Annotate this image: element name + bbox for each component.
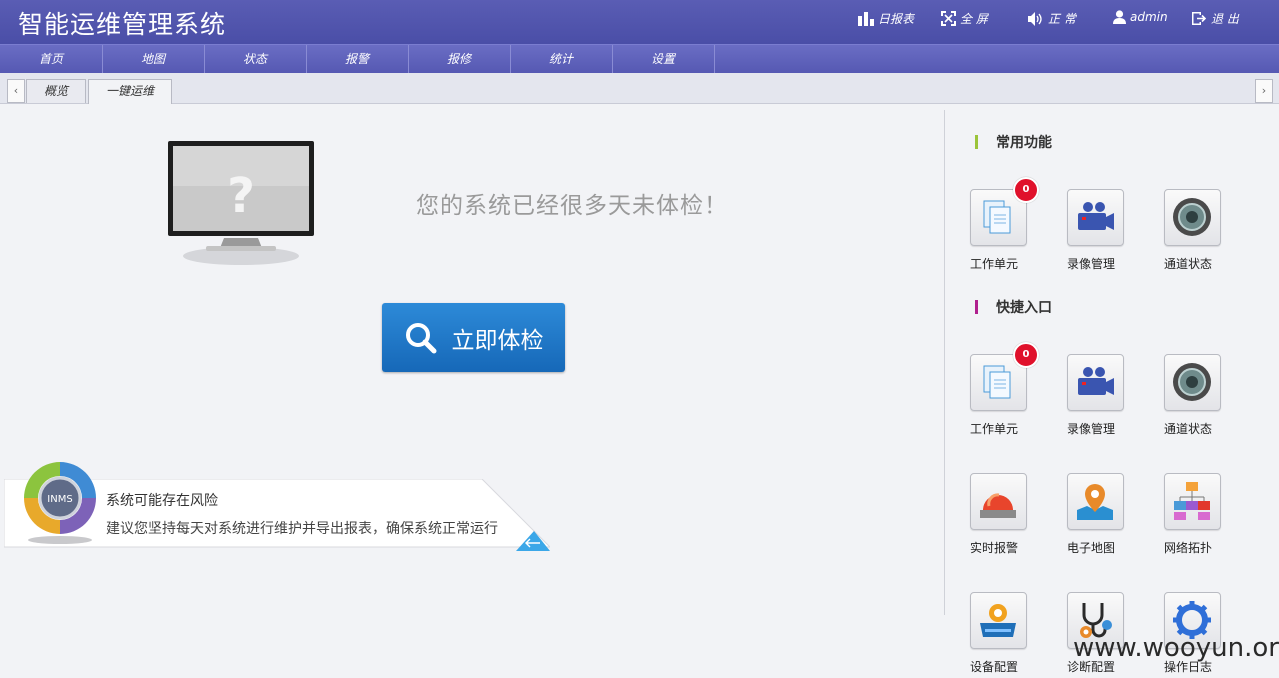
panel-divider	[944, 110, 945, 615]
quick-e-map-label: 电子地图	[1067, 541, 1116, 555]
tab-bar: ‹ 概览 一键运维 ›	[0, 73, 1279, 104]
nav-item-statistics[interactable]: 统计	[510, 45, 613, 74]
quick-work-unit-label: 工作单元	[970, 422, 1019, 436]
quick-operation-log-label: 操作日志	[1164, 660, 1213, 674]
nav-item-settings[interactable]: 设置	[612, 45, 715, 74]
main-nav: 首页 地图 状态 报警 报修 统计 设置	[0, 44, 1279, 74]
video-camera-icon	[1078, 202, 1114, 230]
quick-video-management-label: 录像管理	[1067, 422, 1116, 436]
quick-work-unit-badge: 0	[1013, 342, 1039, 368]
inms-logo: INMS	[24, 462, 96, 544]
quick-diagnosis-config-label: 诊断配置	[1067, 660, 1116, 674]
device-config-icon	[980, 604, 1016, 637]
map-pin-icon	[1077, 484, 1113, 520]
fullscreen-button[interactable]: 全 屏	[941, 10, 988, 27]
risk-title: 系统可能存在风险	[106, 493, 218, 509]
quick-video-management[interactable]: 录像管理	[1067, 354, 1137, 437]
quick-e-map[interactable]: 电子地图	[1067, 473, 1137, 556]
monitor-question-icon: ?	[168, 141, 314, 265]
stethoscope-icon	[1080, 603, 1112, 638]
document-icon	[983, 365, 1011, 399]
document-icon	[983, 200, 1011, 234]
lens-icon	[1173, 198, 1211, 236]
tab-one-click-maintenance[interactable]: 一键运维	[88, 79, 172, 104]
fullscreen-label: 全 屏	[960, 12, 988, 26]
lens-icon	[1173, 363, 1211, 401]
quick-section-marker	[975, 300, 978, 314]
nav-item-alarm[interactable]: 报警	[306, 45, 409, 74]
quick-device-config-label: 设备配置	[970, 660, 1019, 674]
app-title: 智能运维管理系统	[18, 10, 227, 39]
gear-icon	[1173, 601, 1211, 639]
quick-realtime-alarm[interactable]: 实时报警	[970, 473, 1040, 556]
quick-operation-log[interactable]: 操作日志	[1164, 592, 1234, 675]
inms-logo-text: INMS	[47, 494, 72, 505]
bar-chart-icon	[858, 11, 874, 26]
fullscreen-icon	[941, 11, 956, 26]
risk-banner	[4, 479, 550, 551]
quick-channel-status-label: 通道状态	[1164, 422, 1213, 436]
tab-scroll-right-button[interactable]: ›	[1255, 79, 1273, 103]
alarm-light-icon	[980, 493, 1016, 518]
topology-icon	[1174, 482, 1210, 520]
header-bar: 智能运维管理系统 日报表 全 屏 正 常 admin 退 出	[0, 0, 1279, 44]
start-check-button[interactable]: 立即体检	[382, 303, 565, 372]
quick-channel-status[interactable]: 通道状态	[1164, 354, 1234, 437]
quick-device-config[interactable]: 设备配置	[970, 592, 1040, 675]
search-icon	[405, 322, 436, 353]
tab-overview[interactable]: 概览	[26, 79, 86, 103]
video-camera-icon	[1078, 367, 1114, 395]
common-functions-heading: 常用功能	[975, 132, 1052, 152]
logout-label: 退 出	[1211, 12, 1239, 26]
logout-button[interactable]: 退 出	[1191, 10, 1239, 27]
quick-realtime-alarm-label: 实时报警	[970, 541, 1019, 555]
nav-item-status[interactable]: 状态	[204, 45, 307, 74]
speaker-icon	[1028, 11, 1042, 26]
common-video-management[interactable]: 录像管理	[1067, 189, 1137, 272]
start-check-label: 立即体检	[451, 327, 544, 354]
user-icon	[1113, 10, 1126, 24]
sound-status-label: 正 常	[1048, 12, 1076, 26]
daily-report-button[interactable]: 日报表	[858, 10, 914, 27]
common-work-unit-label: 工作单元	[970, 257, 1019, 271]
user-name-label: admin	[1130, 10, 1168, 24]
svg-text:?: ?	[227, 168, 255, 224]
common-video-management-label: 录像管理	[1067, 257, 1116, 271]
work-unit-badge: 0	[1013, 177, 1039, 203]
tab-scroll-left-button[interactable]: ‹	[7, 79, 25, 103]
sound-status-button[interactable]: 正 常	[1028, 10, 1076, 27]
quick-network-topology-label: 网络拓扑	[1164, 541, 1213, 555]
quick-network-topology[interactable]: 网络拓扑	[1164, 473, 1234, 556]
risk-description: 建议您坚持每天对系统进行维护并导出报表，确保系统正常运行	[106, 521, 498, 537]
common-channel-status[interactable]: 通道状态	[1164, 189, 1234, 272]
quick-entries-title: 快捷入口	[996, 300, 1052, 316]
common-functions-title: 常用功能	[996, 135, 1052, 151]
common-section-marker	[975, 135, 978, 149]
watermark: www.wooyun.org	[1073, 633, 1279, 663]
quick-work-unit[interactable]: 0 工作单元	[970, 342, 1040, 437]
common-work-unit[interactable]: 0 工作单元	[970, 177, 1040, 272]
quick-entries-heading: 快捷入口	[975, 297, 1052, 317]
common-channel-status-label: 通道状态	[1164, 257, 1213, 271]
health-check-message: 您的系统已经很多天未体检！	[416, 193, 728, 219]
daily-report-label: 日报表	[878, 12, 915, 26]
logout-icon	[1192, 12, 1207, 25]
nav-item-map[interactable]: 地图	[102, 45, 205, 74]
user-menu-button[interactable]: admin	[1113, 10, 1168, 24]
nav-item-home[interactable]: 首页	[0, 45, 103, 74]
nav-item-repair[interactable]: 报修	[408, 45, 511, 74]
quick-diagnosis-config[interactable]: 诊断配置	[1067, 592, 1137, 675]
